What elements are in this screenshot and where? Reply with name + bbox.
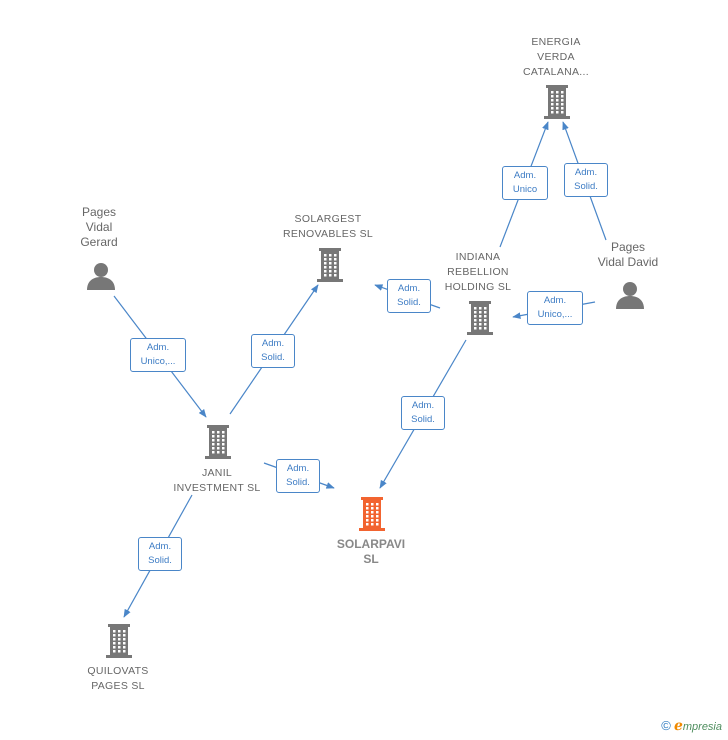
edge-label-david-to-energia[interactable]: Adm. Solid. [564,163,608,197]
edge-label-indiana-to-solarpavi[interactable]: Adm. Solid. [401,396,445,430]
copyright-symbol: © [661,718,671,733]
building-icon[interactable] [316,248,344,287]
person-icon[interactable] [615,280,645,315]
edge-label-indiana-to-energia[interactable]: Adm. Unico [502,166,548,200]
edge-label-janil-to-solarpavi[interactable]: Adm. Solid. [276,459,320,493]
node-label-solargest[interactable]: SOLARGEST RENOVABLES SL [282,213,374,240]
node-label-janil[interactable]: JANIL INVESTMENT SL [173,467,261,494]
edge-label-janil-to-quilovats[interactable]: Adm. Solid. [138,537,182,571]
node-label-david[interactable]: Pages Vidal David [597,240,659,269]
node-label-solarpavi[interactable]: SOLARPAVI SL [336,537,406,566]
building-icon[interactable] [543,85,571,124]
node-label-indiana[interactable]: INDIANA REBELLION HOLDING SL [444,251,512,293]
edge-label-gerard-to-janil[interactable]: Adm. Unico,... [130,338,186,372]
edge-label-janil-to-solargest[interactable]: Adm. Solid. [251,334,295,368]
node-label-quilovats[interactable]: QUILOVATS PAGES SL [87,665,149,692]
node-label-energia[interactable]: ENERGIA VERDA CATALANA... [523,36,589,78]
empresia-credit[interactable]: © ℯmpresia [661,717,722,734]
building-icon[interactable] [358,497,386,536]
empresia-logo-icon: ℯ [673,717,683,733]
node-label-gerard[interactable]: Pages Vidal Gerard [80,205,118,249]
building-icon[interactable] [204,425,232,464]
person-icon[interactable] [86,261,116,296]
building-icon[interactable] [105,624,133,663]
empresia-brand: mpresia [682,721,722,733]
edge-label-david-to-indiana[interactable]: Adm. Unico,... [527,291,583,325]
building-icon[interactable] [466,301,494,340]
edge-label-indiana-to-solargest[interactable]: Adm. Solid. [387,279,431,313]
